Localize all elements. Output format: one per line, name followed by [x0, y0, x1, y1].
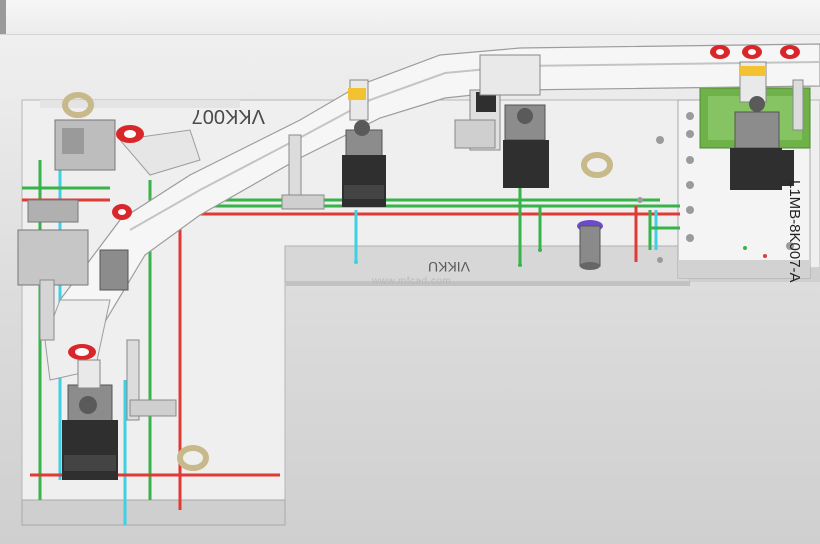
lifting-eye-rings — [62, 92, 613, 471]
red-locating-pins — [112, 45, 800, 220]
toggle-clamp-2 — [454, 54, 549, 188]
support-columns — [39, 79, 804, 421]
viewport-top-bar — [0, 0, 820, 35]
toggle-clamp-1 — [342, 79, 386, 207]
base-side-marking: VIKKU — [428, 259, 470, 275]
watermark-text: www.mfcad.com — [372, 276, 452, 287]
purple-bushing — [577, 220, 603, 270]
engraved-part-code: VKK007 — [192, 105, 265, 127]
toggle-clamp-4 — [62, 359, 118, 480]
part-number-label: L1MB-8K007-A — [786, 180, 803, 283]
plate-holes — [354, 136, 664, 267]
toggle-clamp-3 — [730, 61, 782, 190]
left-clamp-cluster — [17, 119, 129, 291]
window-edge — [0, 0, 6, 34]
